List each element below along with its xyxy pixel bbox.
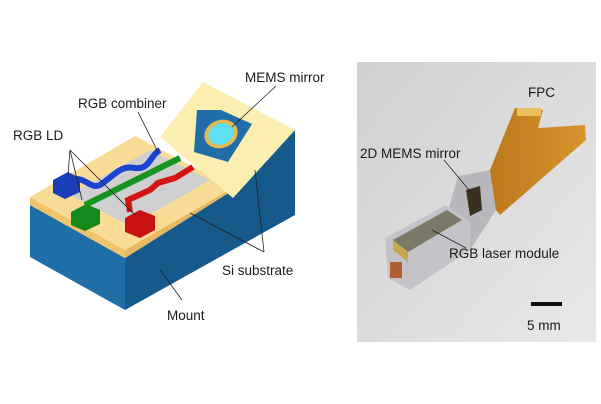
red-ld [125, 210, 155, 238]
laser-module-top [393, 240, 408, 262]
label-si-substrate: Si substrate [222, 263, 293, 278]
label-mems-mirror: MEMS mirror [245, 70, 325, 85]
label-mount: Mount [167, 308, 205, 323]
green-waveguide [83, 155, 182, 208]
blue-ld [53, 172, 80, 199]
leader-lines [67, 85, 277, 301]
mount-front [30, 205, 125, 310]
photo-leader-lines [431, 159, 475, 249]
rgb-combiner-plate [70, 150, 210, 226]
mirror-window [466, 186, 482, 216]
scale-bar [531, 302, 562, 306]
red-waveguide [124, 164, 195, 213]
schematic-diagram: MEMS mirror RGB combiner RGB LD Si subst… [13, 70, 325, 323]
mems-mirror [208, 123, 234, 145]
device-photo: FPC 2D MEMS mirror RGB laser module 5 mm [357, 62, 596, 342]
coil [390, 262, 402, 278]
blue-waveguide [69, 147, 162, 189]
laser-module-lid [393, 210, 462, 252]
label-scale: 5 mm [527, 318, 561, 333]
label-2d-mems-mirror: 2D MEMS mirror [360, 146, 461, 161]
green-ld [71, 204, 100, 231]
label-fpc: FPC [528, 85, 555, 100]
fpc-contacts [517, 108, 541, 116]
label-rgb-combiner: RGB combiner [78, 96, 167, 111]
label-rgb-laser-module: RGB laser module [449, 246, 559, 261]
label-rgb-ld: RGB LD [13, 128, 64, 143]
fpc-cable [478, 108, 586, 215]
